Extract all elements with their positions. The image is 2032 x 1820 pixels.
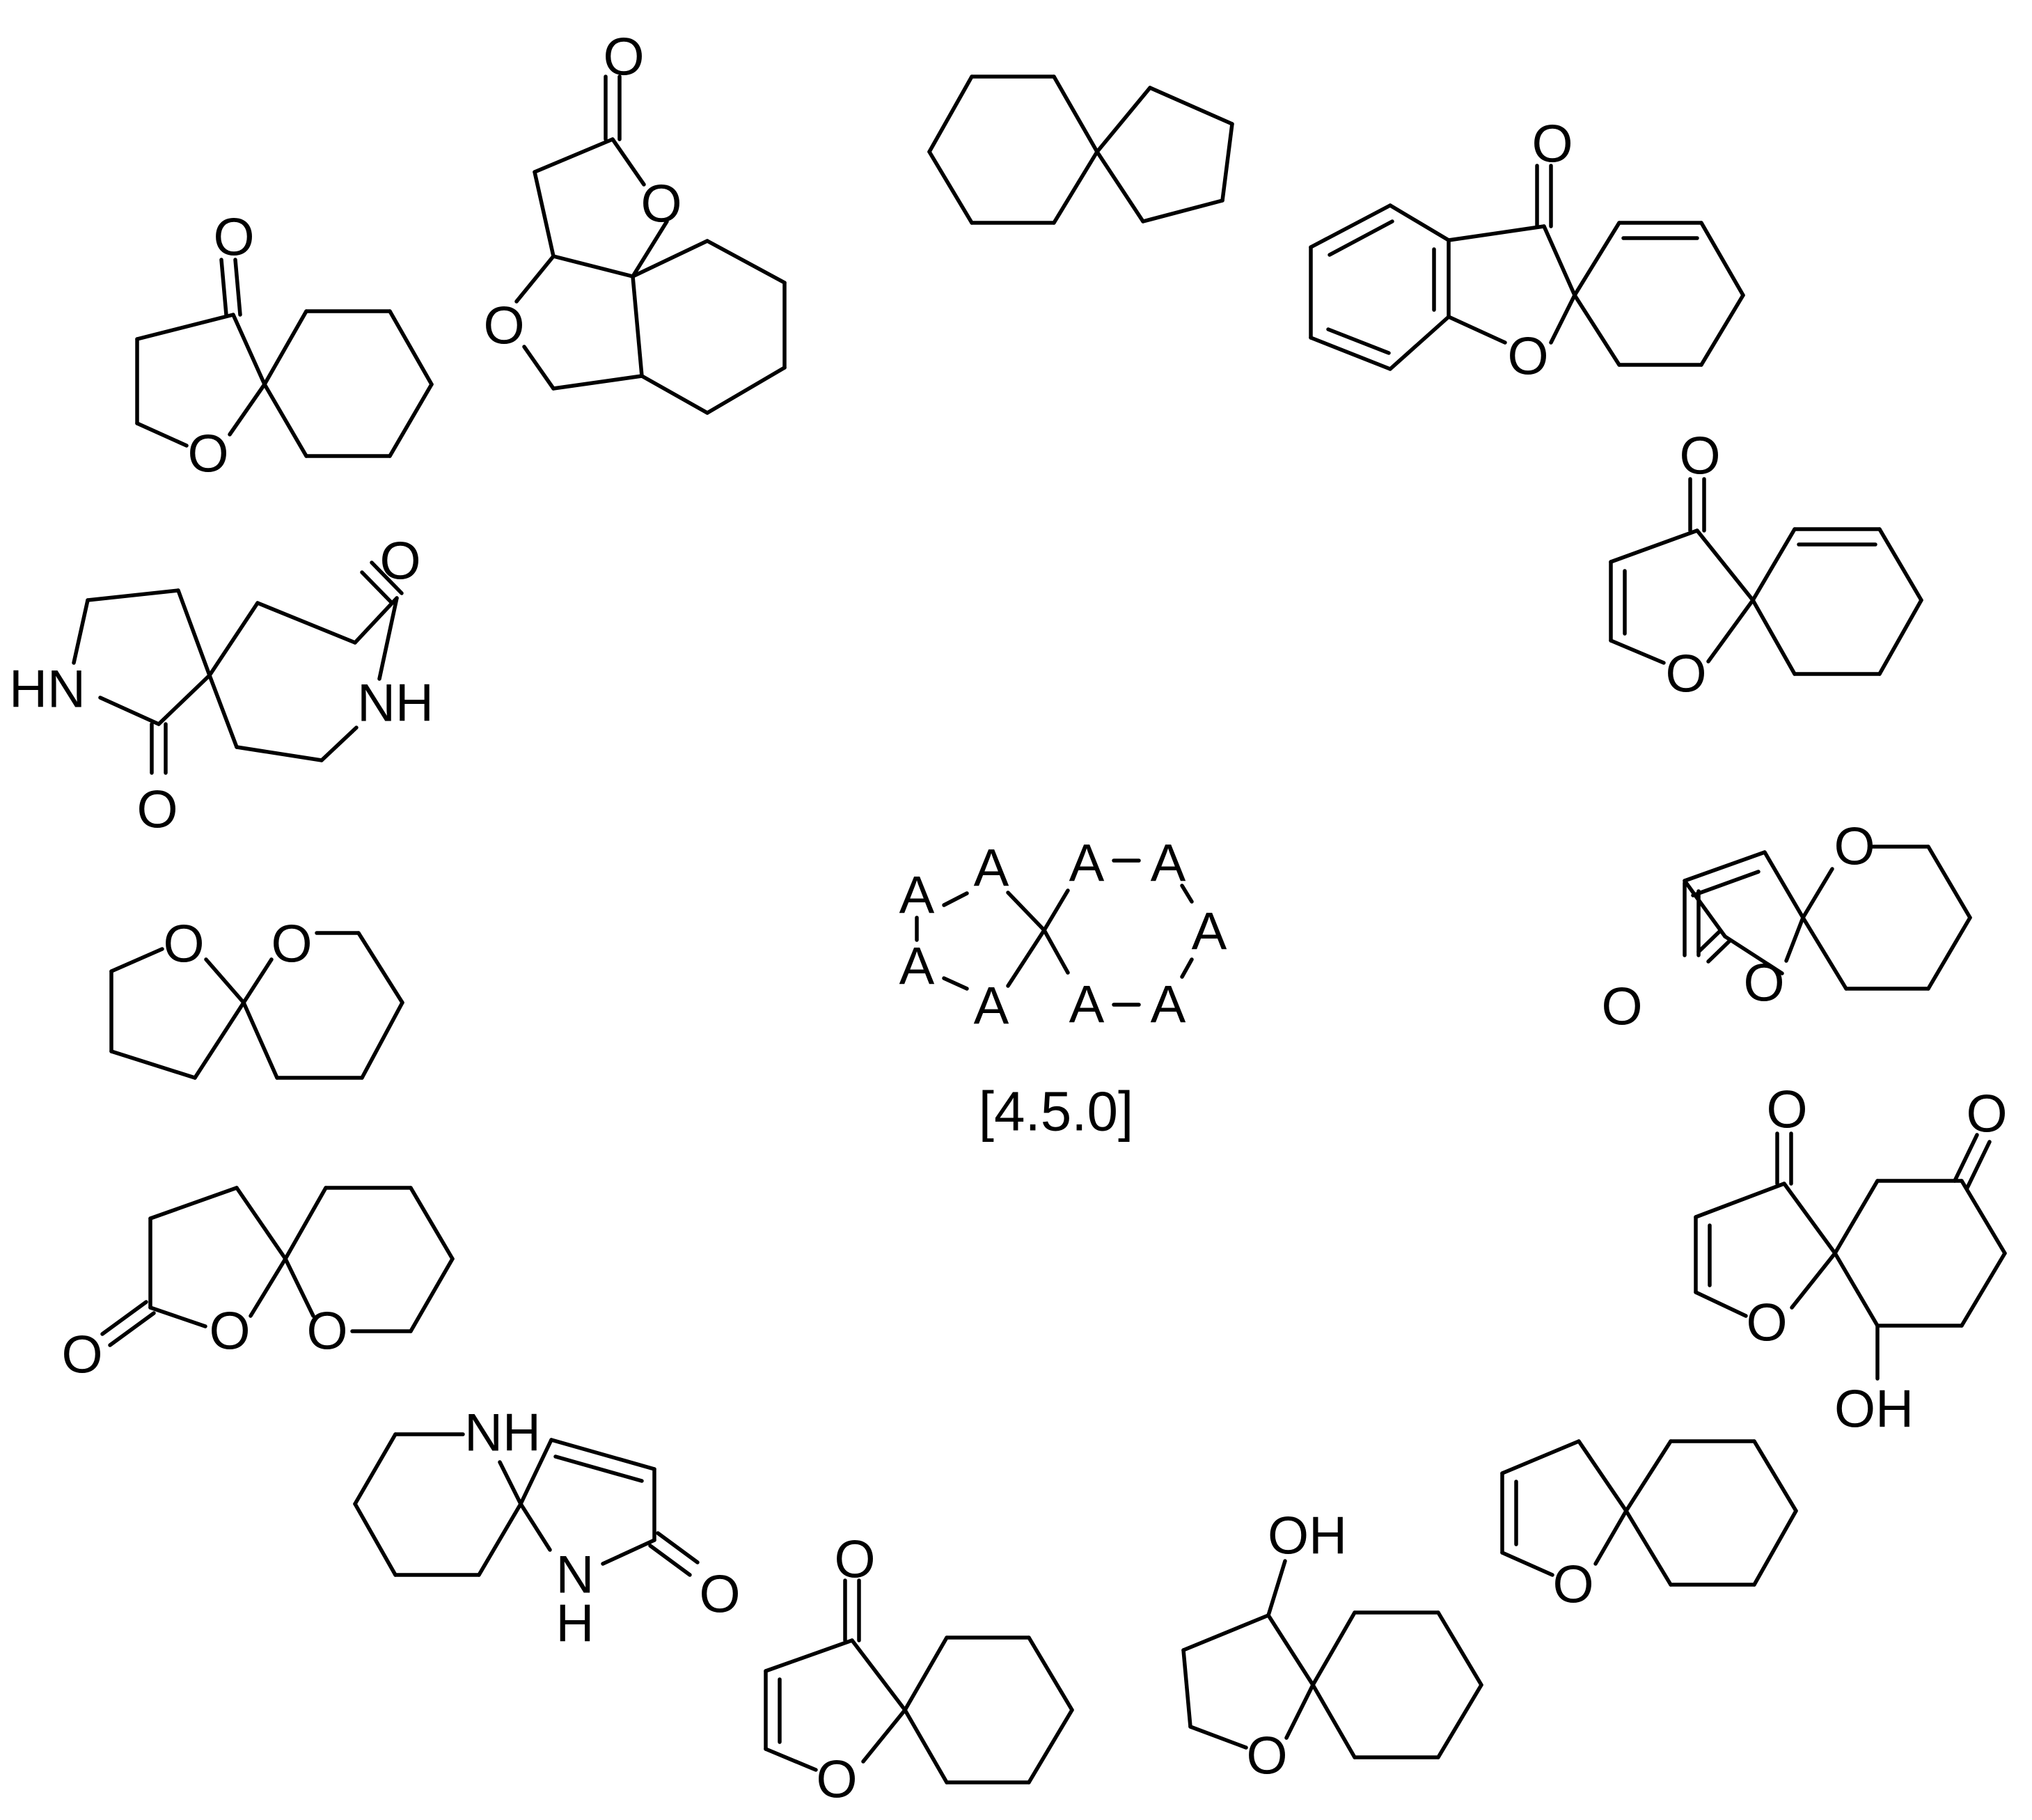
molecule-3 bbox=[927, 74, 1234, 225]
generic-atom: A bbox=[1069, 834, 1105, 893]
molecule-12: O bbox=[1500, 1439, 1798, 1615]
hydroxyl-group: OH bbox=[1268, 1507, 1347, 1566]
hydroxyl-group: OH bbox=[1834, 1380, 1914, 1439]
molecule-13: OH O bbox=[1181, 1507, 1483, 1786]
oxygen-atom: O bbox=[1665, 645, 1706, 704]
nitrogen-atom: N bbox=[556, 1546, 594, 1605]
spiro-system-label: [4.5.0] bbox=[979, 1081, 1133, 1143]
oxygen-atom: O bbox=[1834, 817, 1875, 877]
molecule-4: O O bbox=[1309, 115, 1745, 386]
generic-atom: A bbox=[1151, 975, 1186, 1035]
oxygen-atom: O bbox=[816, 1750, 857, 1810]
oxygen-atom: O bbox=[306, 1302, 347, 1361]
molecule-6: O O bbox=[1609, 427, 1923, 704]
molecule-10: O O O OH bbox=[1694, 1081, 2008, 1439]
oxygen-atom: O bbox=[213, 208, 254, 267]
oxygen-atom: O bbox=[1679, 427, 1720, 486]
molecule-11: NH N H O bbox=[353, 1404, 741, 1654]
molecule-1: O O bbox=[135, 208, 434, 484]
oxygen-atom: O bbox=[1743, 954, 1784, 1013]
oxygen-atom: O bbox=[379, 532, 420, 591]
nitrogen-atom: NH bbox=[464, 1404, 541, 1463]
oxygen-atom: O bbox=[61, 1326, 102, 1385]
oxygen-atom: O bbox=[209, 1302, 250, 1361]
oxygen-atom: O bbox=[834, 1530, 875, 1590]
molecule-2: O O O bbox=[483, 28, 787, 415]
generic-atom: A bbox=[974, 839, 1009, 898]
generic-atom: A bbox=[1069, 975, 1105, 1035]
generic-spiro-template: A A A A A A A A A [4.5.0] bbox=[899, 834, 1227, 1143]
oxygen-atom: O bbox=[1531, 115, 1573, 174]
oxygen-atom: O bbox=[699, 1565, 740, 1624]
oxygen-atom: O bbox=[271, 915, 312, 974]
nitrogen-atom: HN bbox=[9, 660, 86, 719]
oxygen-atom: O bbox=[1552, 1555, 1593, 1615]
generic-atom: A bbox=[899, 866, 935, 925]
oxygen-atom: O bbox=[1601, 978, 1642, 1037]
oxygen-atom: O bbox=[1246, 1727, 1287, 1786]
oxygen-atom: O bbox=[1766, 1081, 1807, 1140]
oxygen-atom: O bbox=[483, 297, 524, 356]
hydrogen-atom: H bbox=[556, 1594, 594, 1654]
molecule-14: O O bbox=[764, 1530, 1074, 1810]
oxygen-atom: O bbox=[1746, 1294, 1787, 1353]
generic-atom: A bbox=[974, 977, 1009, 1036]
oxygen-atom: O bbox=[603, 28, 644, 87]
molecule-7: O O bbox=[109, 915, 404, 1080]
oxygen-atom: O bbox=[1966, 1085, 2007, 1144]
oxygen-atom: O bbox=[640, 175, 682, 234]
molecule-8: O O O bbox=[1601, 817, 1972, 1037]
molecule-5: O HN NH O bbox=[9, 532, 434, 840]
oxygen-atom: O bbox=[163, 915, 204, 974]
generic-atom: A bbox=[899, 937, 935, 996]
nitrogen-atom: NH bbox=[357, 674, 434, 733]
molecule-9: O O O bbox=[61, 1186, 455, 1385]
generic-atom: A bbox=[1151, 834, 1186, 893]
oxygen-atom: O bbox=[187, 425, 228, 484]
oxygen-atom: O bbox=[1507, 327, 1548, 386]
generic-atom: A bbox=[1192, 902, 1227, 962]
oxygen-atom: O bbox=[136, 780, 178, 840]
